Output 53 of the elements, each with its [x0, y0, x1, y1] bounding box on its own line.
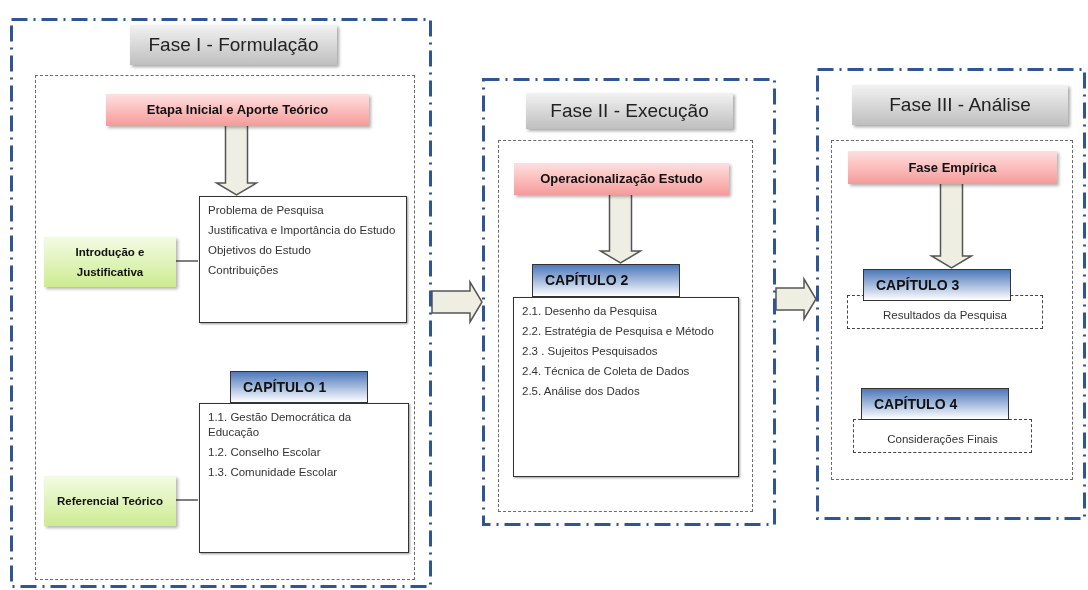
stage-box — [106, 94, 369, 126]
chapter-content-box — [853, 419, 1032, 453]
list-item: Objetivos do Estudo — [208, 243, 312, 258]
list-item: Problema de Pesquisa — [208, 203, 325, 218]
list-item: 1.3. Comunidade Escolar — [208, 465, 339, 480]
list-item: 2.4. Técnica de Coleta de Dados — [522, 364, 691, 379]
chapter-title: CAPÍTULO 4 — [874, 394, 958, 414]
list-item: Contribuições — [208, 263, 280, 278]
phase-title-box — [130, 25, 337, 65]
stage-title: Fase Empírica — [908, 158, 997, 177]
phase-title: Fase III - Análise — [889, 92, 1031, 117]
phase-title-box — [526, 93, 733, 129]
dotted-panel — [831, 140, 1073, 480]
phase-panel — [482, 78, 776, 526]
chapter-content: Resultados da Pesquisa — [883, 307, 1007, 323]
topic-box — [44, 237, 176, 287]
list-item: Justificativa e Importância do Estudo — [208, 223, 397, 238]
chapter-tab — [230, 371, 368, 403]
stage-title: Etapa Inicial e Aporte Teórico — [146, 101, 329, 120]
phase-panel — [10, 18, 432, 588]
item-list-box — [513, 297, 739, 477]
block-arrow — [431, 279, 483, 325]
list-item: 1.2. Conselho Escolar — [208, 445, 322, 460]
block-arrow — [597, 193, 644, 264]
dotted-panel — [35, 75, 415, 580]
stage-box — [514, 163, 729, 195]
topic-label: Introdução e Justificativa — [74, 245, 146, 280]
chapter-title: CAPÍTULO 1 — [243, 377, 327, 397]
chapter-tab — [861, 388, 1009, 420]
topic-label: Referencial Teórico — [57, 494, 163, 509]
dotted-panel — [498, 140, 753, 512]
phase-panel — [816, 68, 1086, 520]
block-arrow — [213, 124, 260, 196]
block-arrow — [775, 276, 817, 322]
phase-title-box — [852, 85, 1068, 125]
item-list-box — [199, 403, 409, 553]
phase-title: Fase II - Execução — [550, 98, 709, 123]
stage-title: Operacionalização Estudo — [540, 170, 703, 189]
chapter-tab — [863, 269, 1011, 301]
topic-box — [44, 476, 176, 526]
chapter-content: Considerações Finais — [887, 431, 998, 447]
list-item: 1.1. Gestão Democrática da Educação — [208, 410, 353, 440]
block-arrow — [928, 182, 975, 269]
list-item: 2.5. Análise dos Dados — [522, 384, 641, 399]
chapter-tab — [532, 264, 680, 297]
list-item: 2.2. Estratégia de Pesquisa e Método — [522, 324, 715, 339]
phase-title: Fase I - Formulação — [148, 32, 319, 57]
item-list-box — [199, 196, 407, 323]
list-item: 2.1. Desenho da Pesquisa — [522, 304, 658, 319]
list-item: 2.3 . Sujeitos Pesquisados — [522, 344, 659, 359]
chapter-title: CAPÍTULO 3 — [876, 275, 960, 295]
stage-box — [848, 151, 1057, 184]
chapter-title: CAPÍTULO 2 — [545, 271, 629, 290]
